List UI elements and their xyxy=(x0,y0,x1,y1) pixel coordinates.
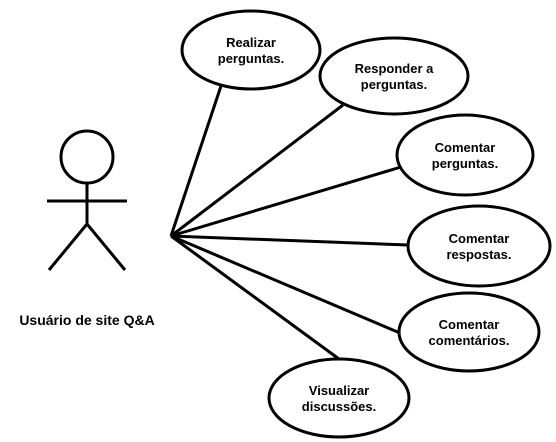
association-lines xyxy=(169,85,409,361)
use-case-label: Visualizar xyxy=(309,383,369,398)
association-line-comentar-comentarios xyxy=(170,234,401,335)
use-case-label: discussões. xyxy=(302,399,376,414)
use-case-label: Comentar xyxy=(439,317,500,332)
association-line-responder xyxy=(170,103,344,238)
use-case-label: respostas. xyxy=(446,247,511,262)
actor-label: Usuário de site Q&A xyxy=(19,312,154,328)
use-case-label: comentários. xyxy=(429,333,510,348)
association-line-realizar xyxy=(169,85,223,237)
actor-left-leg xyxy=(47,223,89,271)
use-case-label: perguntas. xyxy=(432,156,498,171)
use-case-ellipse xyxy=(318,36,470,116)
actor-right-leg xyxy=(85,223,127,271)
use-case-label: perguntas. xyxy=(361,77,427,92)
use-case-ellipse xyxy=(180,9,322,91)
use-case-label: perguntas. xyxy=(218,51,284,66)
use-case-label: Responder a xyxy=(355,61,435,76)
use-case-ellipse xyxy=(267,357,411,439)
association-line-visualizar xyxy=(170,234,340,361)
use-case-ellipse xyxy=(406,204,552,288)
actor-head xyxy=(59,129,115,185)
use-case-ellipse xyxy=(395,113,535,197)
association-line-comentar-perguntas xyxy=(170,165,402,238)
use-case-label: Comentar xyxy=(435,140,496,155)
actor-figure xyxy=(47,129,127,271)
use-case-ellipse xyxy=(397,291,541,373)
use-case-label: Comentar xyxy=(449,231,510,246)
use-case-label: Realizar xyxy=(226,35,276,50)
association-line-comentar-respostas xyxy=(170,234,409,247)
